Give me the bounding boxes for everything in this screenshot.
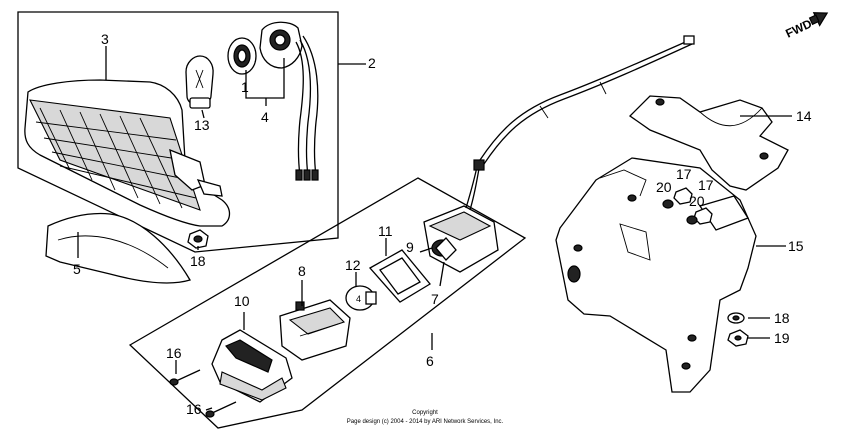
license-lens-cover-part[interactable] xyxy=(211,329,293,403)
washer-20-upper-part[interactable] xyxy=(662,199,674,209)
callout-16-lower: 16 xyxy=(186,401,202,417)
callout-15: 15 xyxy=(788,238,804,254)
callout-14: 14 xyxy=(796,108,812,124)
nut-17-upper-part[interactable] xyxy=(673,187,693,205)
copyright-block: Copyright Page design (c) 2004 - 2014 by… xyxy=(347,410,504,425)
washer-right-part[interactable] xyxy=(727,312,745,324)
screw-lower-part[interactable] xyxy=(205,401,237,418)
callout-17-upper: 17 xyxy=(676,166,692,182)
washer-20-lower-part[interactable] xyxy=(686,215,698,225)
fwd-arrow-icon: FWD xyxy=(783,12,829,41)
callout-20-upper: 20 xyxy=(656,179,672,195)
callout-7: 7 xyxy=(431,291,439,307)
copyright-line2: Page design (c) 2004 - 2014 by ARI Netwo… xyxy=(347,419,504,425)
svg-text:4: 4 xyxy=(356,294,361,304)
callout-1: 1 xyxy=(241,79,249,95)
callout-19: 18 xyxy=(774,310,790,326)
nut-left-part[interactable] xyxy=(187,229,209,249)
callout-5: 5 xyxy=(73,261,81,277)
license-bulb-part[interactable]: 4 xyxy=(345,285,377,311)
socket-ring-part[interactable] xyxy=(227,37,257,75)
taillight-bulb-part[interactable] xyxy=(185,55,214,109)
screw-upper-part[interactable] xyxy=(169,369,201,386)
callout-labels: 3 1 4 2 13 5 18 11 9 12 8 7 10 6 16 16 1… xyxy=(73,31,812,417)
gasket-part[interactable] xyxy=(45,212,191,284)
taillight-group-box xyxy=(17,11,339,253)
callout-13: 13 xyxy=(194,117,210,133)
callout-9: 9 xyxy=(406,239,414,255)
callout-20-lower: 20 xyxy=(689,193,705,209)
callout-3: 3 xyxy=(101,31,109,47)
socket-wire-part[interactable] xyxy=(259,21,319,181)
nut-right-part[interactable] xyxy=(727,329,749,347)
callout-18-left: 18 xyxy=(190,253,206,269)
callout-6: 6 xyxy=(426,353,434,369)
leader-lines xyxy=(77,46,792,411)
fwd-label: FWD xyxy=(783,16,814,40)
license-lens-holder-part[interactable] xyxy=(279,299,351,361)
callout-11: 11 xyxy=(378,223,393,239)
callout-12: 12 xyxy=(345,257,361,273)
license-gasket-part[interactable] xyxy=(368,249,431,303)
callout-17-lower: 17 xyxy=(698,177,714,193)
license-light-group-box xyxy=(128,177,527,429)
callout-8: 8 xyxy=(298,263,306,279)
callout-16-upper: 16 xyxy=(166,345,182,361)
callout-4: 4 xyxy=(261,109,269,125)
callout-18-right: 19 xyxy=(774,330,790,346)
upper-bracket-part[interactable] xyxy=(628,95,789,191)
callout-10: 10 xyxy=(234,293,250,309)
taillight-lens-part[interactable] xyxy=(24,79,231,227)
copyright-line1: Copyright xyxy=(412,410,438,416)
callout-2: 2 xyxy=(368,55,376,71)
